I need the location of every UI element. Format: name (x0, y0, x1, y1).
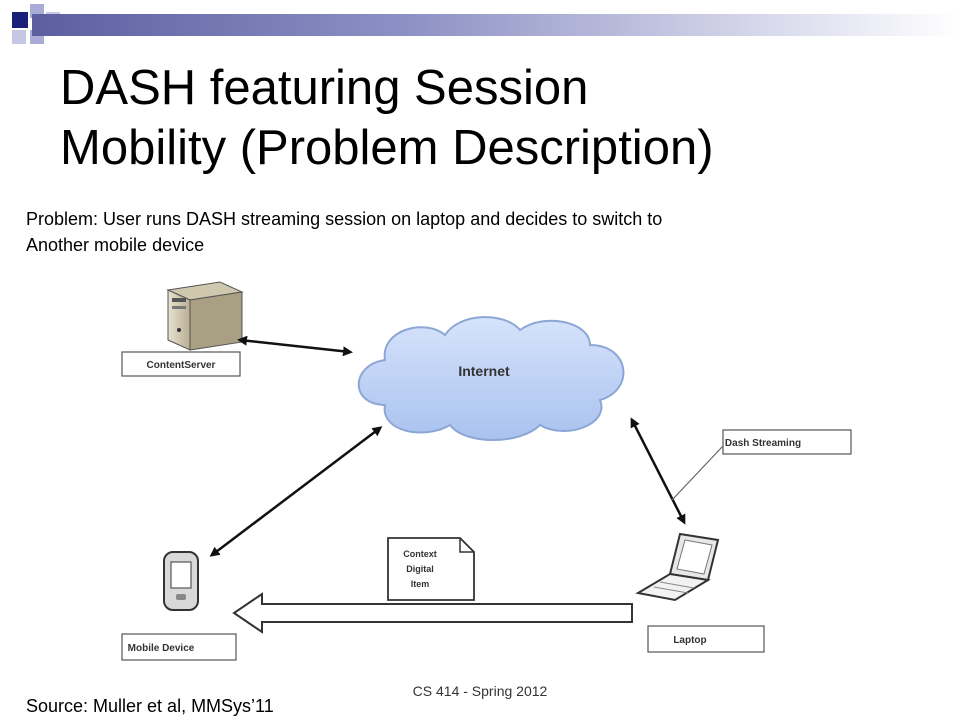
session-transfer-arrow (232, 592, 633, 634)
dash-streaming-label: Dash Streaming (725, 438, 801, 449)
problem-line-1: Problem: User runs DASH streaming sessio… (26, 209, 663, 229)
dash-streaming-pointer (671, 445, 724, 501)
laptop-label-box (647, 625, 765, 653)
corner-square-light (12, 30, 26, 44)
internet-laptop-arrow (630, 417, 686, 525)
title-line-2: Mobility (Problem Description) (60, 121, 714, 175)
slide-footer: CS 414 - Spring 2012 (412, 683, 548, 699)
context-item-line-1: Context (403, 549, 437, 559)
dash-streaming-label-box (722, 429, 852, 455)
document-icon (387, 537, 475, 601)
laptop-label: Laptop (673, 635, 706, 646)
title-gradient-bar (32, 14, 960, 36)
internet-cloud-icon (357, 316, 625, 441)
content-server-label-box (121, 351, 241, 377)
title-line-1: DASH featuring Session (60, 61, 589, 115)
server-internet-arrow (237, 335, 353, 357)
corner-square-dark (12, 12, 28, 28)
mobile-device-label-box (121, 633, 237, 661)
mobile-device-label: Mobile Device (128, 643, 195, 654)
server-icon (166, 281, 244, 351)
session-mobility-diagram: ContentServer Internet Dash Streaming La… (121, 281, 852, 661)
problem-line-2: Another mobile device (26, 235, 205, 255)
mobile-device-icon (163, 551, 199, 611)
slide-title: DASH featuring Session Mobility (Problem… (60, 58, 940, 178)
content-server-label: ContentServer (147, 360, 216, 371)
laptop-icon (635, 532, 720, 602)
context-item-line-3: Item (411, 579, 430, 589)
source-citation: Source: Muller et al, MMSys’11 (26, 696, 274, 716)
internet-label: Internet (458, 363, 510, 379)
problem-description: Problem: User runs DASH streaming sessio… (26, 206, 946, 258)
context-item-line-2: Digital (406, 564, 434, 574)
internet-mobile-arrow (209, 426, 383, 557)
